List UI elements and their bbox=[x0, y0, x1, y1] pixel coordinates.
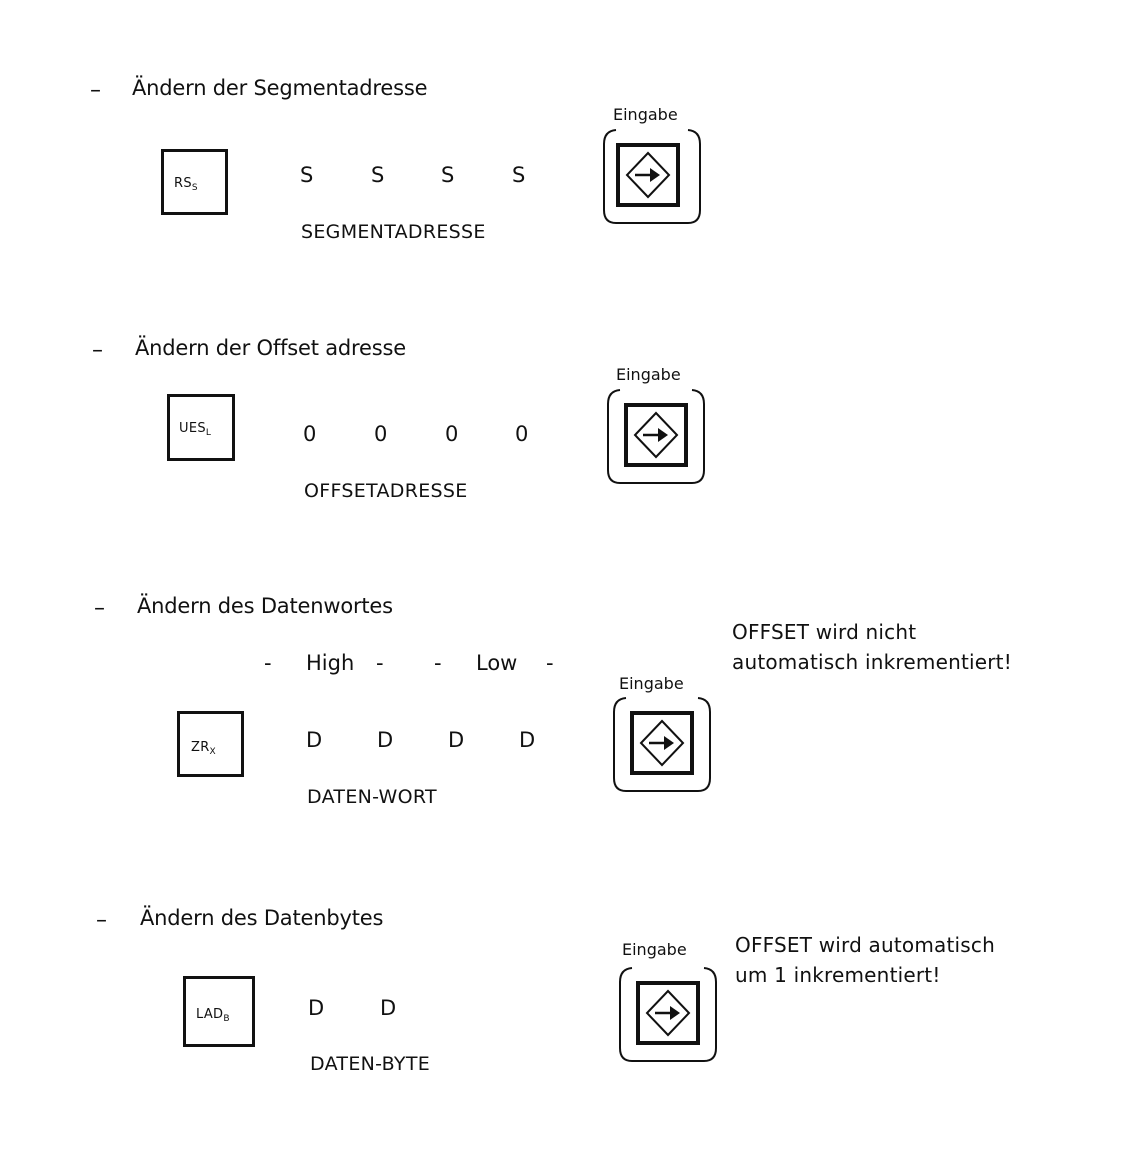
section-heading: Ändern der Offset adresse bbox=[135, 336, 406, 360]
input-char: D bbox=[308, 996, 325, 1020]
enter-key-icon[interactable] bbox=[610, 690, 714, 796]
input-char: 0 bbox=[445, 422, 459, 446]
high-low-dash: - bbox=[546, 651, 554, 675]
input-char: S bbox=[300, 163, 314, 187]
list-dash: – bbox=[96, 908, 107, 933]
input-char: D bbox=[377, 728, 394, 752]
input-char: S bbox=[512, 163, 526, 187]
ues-key[interactable]: UESL bbox=[167, 394, 235, 461]
high-low-dash: - bbox=[434, 651, 442, 675]
field-caption: OFFSETADRESSE bbox=[304, 480, 468, 502]
section-heading: Ändern der Segmentadresse bbox=[132, 76, 428, 100]
note-line: OFFSET wird nicht bbox=[732, 620, 917, 644]
lad-key[interactable]: LADB bbox=[183, 976, 255, 1047]
offset-note: OFFSET wird automatisch um 1 inkrementie… bbox=[735, 930, 995, 990]
enter-key-icon[interactable] bbox=[604, 382, 708, 488]
input-char: S bbox=[441, 163, 455, 187]
enter-key-label: Eingabe bbox=[619, 674, 684, 693]
field-caption: DATEN-WORT bbox=[307, 786, 437, 808]
input-char: S bbox=[371, 163, 385, 187]
note-line: OFFSET wird automatisch bbox=[735, 933, 995, 957]
enter-key-label: Eingabe bbox=[613, 105, 678, 124]
note-line: um 1 inkrementiert! bbox=[735, 963, 941, 987]
input-char: 0 bbox=[515, 422, 529, 446]
note-line: automatisch inkrementiert! bbox=[732, 650, 1012, 674]
lad-key-label: LADB bbox=[196, 1007, 230, 1024]
input-char: 0 bbox=[303, 422, 317, 446]
enter-key-label: Eingabe bbox=[622, 940, 687, 959]
field-caption: SEGMENTADRESSE bbox=[301, 221, 486, 243]
high-label: High bbox=[306, 651, 355, 675]
enter-key-icon[interactable] bbox=[616, 960, 720, 1066]
list-dash: – bbox=[90, 78, 101, 103]
input-char: D bbox=[380, 996, 397, 1020]
list-dash: – bbox=[94, 596, 105, 621]
high-low-dash: - bbox=[376, 651, 384, 675]
offset-note: OFFSET wird nicht automatisch inkrementi… bbox=[732, 617, 1012, 677]
zr-key-label: ZRX bbox=[191, 740, 217, 757]
input-char: D bbox=[306, 728, 323, 752]
rs-key[interactable]: RSS bbox=[161, 149, 228, 215]
enter-key-label: Eingabe bbox=[616, 365, 681, 384]
ues-key-label: UESL bbox=[179, 421, 212, 438]
high-low-dash: - bbox=[264, 651, 272, 675]
rs-key-label: RSS bbox=[174, 176, 198, 193]
enter-key-icon[interactable] bbox=[600, 122, 704, 228]
field-caption: DATEN-BYTE bbox=[310, 1053, 431, 1075]
list-dash: – bbox=[92, 338, 103, 363]
zr-key[interactable]: ZRX bbox=[177, 711, 244, 777]
section-heading: Ändern des Datenbytes bbox=[140, 906, 384, 930]
low-label: Low bbox=[476, 651, 518, 675]
input-char: D bbox=[448, 728, 465, 752]
input-char: 0 bbox=[374, 422, 388, 446]
section-heading: Ändern des Datenwortes bbox=[137, 594, 393, 618]
input-char: D bbox=[519, 728, 536, 752]
